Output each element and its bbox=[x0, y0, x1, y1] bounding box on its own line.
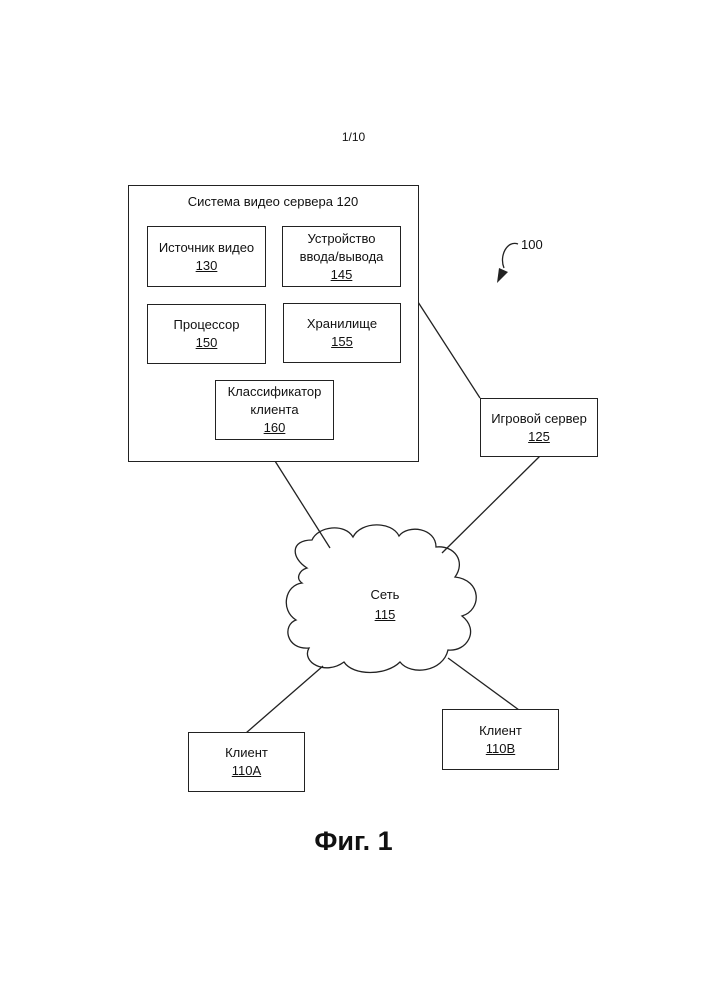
storage-label: Хранилище bbox=[307, 315, 377, 333]
link-system-gameserver bbox=[418, 302, 480, 398]
network-label: Сеть bbox=[330, 585, 440, 605]
link-network-clientb bbox=[448, 658, 519, 710]
network-text: Сеть 115 bbox=[330, 585, 440, 625]
client-b-number: 110B bbox=[486, 740, 515, 758]
network-number: 115 bbox=[330, 605, 440, 625]
game-server-box: Игровой сервер 125 bbox=[480, 398, 598, 457]
game-server-number: 125 bbox=[528, 428, 550, 446]
ref-arrowhead bbox=[497, 268, 508, 283]
reference-label: 100 bbox=[521, 237, 543, 252]
video-source-label: Источник видео bbox=[159, 239, 254, 257]
processor-box: Процессор 150 bbox=[147, 304, 266, 364]
video-source-box: Источник видео 130 bbox=[147, 226, 266, 287]
link-network-clienta bbox=[246, 666, 323, 733]
link-system-network bbox=[275, 461, 330, 548]
io-device-box: Устройство ввода/вывода 145 bbox=[282, 226, 401, 287]
client-a-number: 110A bbox=[232, 762, 261, 780]
client-b-label: Клиент bbox=[479, 722, 522, 740]
io-device-label-line2: ввода/вывода bbox=[300, 248, 384, 266]
processor-number: 150 bbox=[196, 334, 218, 352]
game-server-label: Игровой сервер bbox=[491, 410, 587, 428]
client-a-label: Клиент bbox=[225, 744, 268, 762]
io-device-number: 145 bbox=[331, 266, 353, 284]
link-gameserver-network bbox=[442, 456, 540, 553]
page-number: 1/10 bbox=[0, 130, 707, 144]
processor-label: Процессор bbox=[174, 316, 240, 334]
client-classifier-label-line1: Классификатор bbox=[228, 383, 322, 401]
ref-leader-line bbox=[502, 243, 518, 268]
client-a-box: Клиент 110A bbox=[188, 732, 305, 792]
io-device-label-line1: Устройство bbox=[307, 230, 375, 248]
storage-box: Хранилище 155 bbox=[283, 303, 401, 363]
figure-caption: Фиг. 1 bbox=[0, 826, 707, 857]
video-source-number: 130 bbox=[196, 257, 218, 275]
video-server-system-title: Система видео сервера 120 bbox=[128, 194, 418, 209]
client-classifier-label-line2: клиента bbox=[250, 401, 298, 419]
client-classifier-box: Классификатор клиента 160 bbox=[215, 380, 334, 440]
client-classifier-number: 160 bbox=[264, 419, 286, 437]
client-b-box: Клиент 110B bbox=[442, 709, 559, 770]
storage-number: 155 bbox=[331, 333, 353, 351]
